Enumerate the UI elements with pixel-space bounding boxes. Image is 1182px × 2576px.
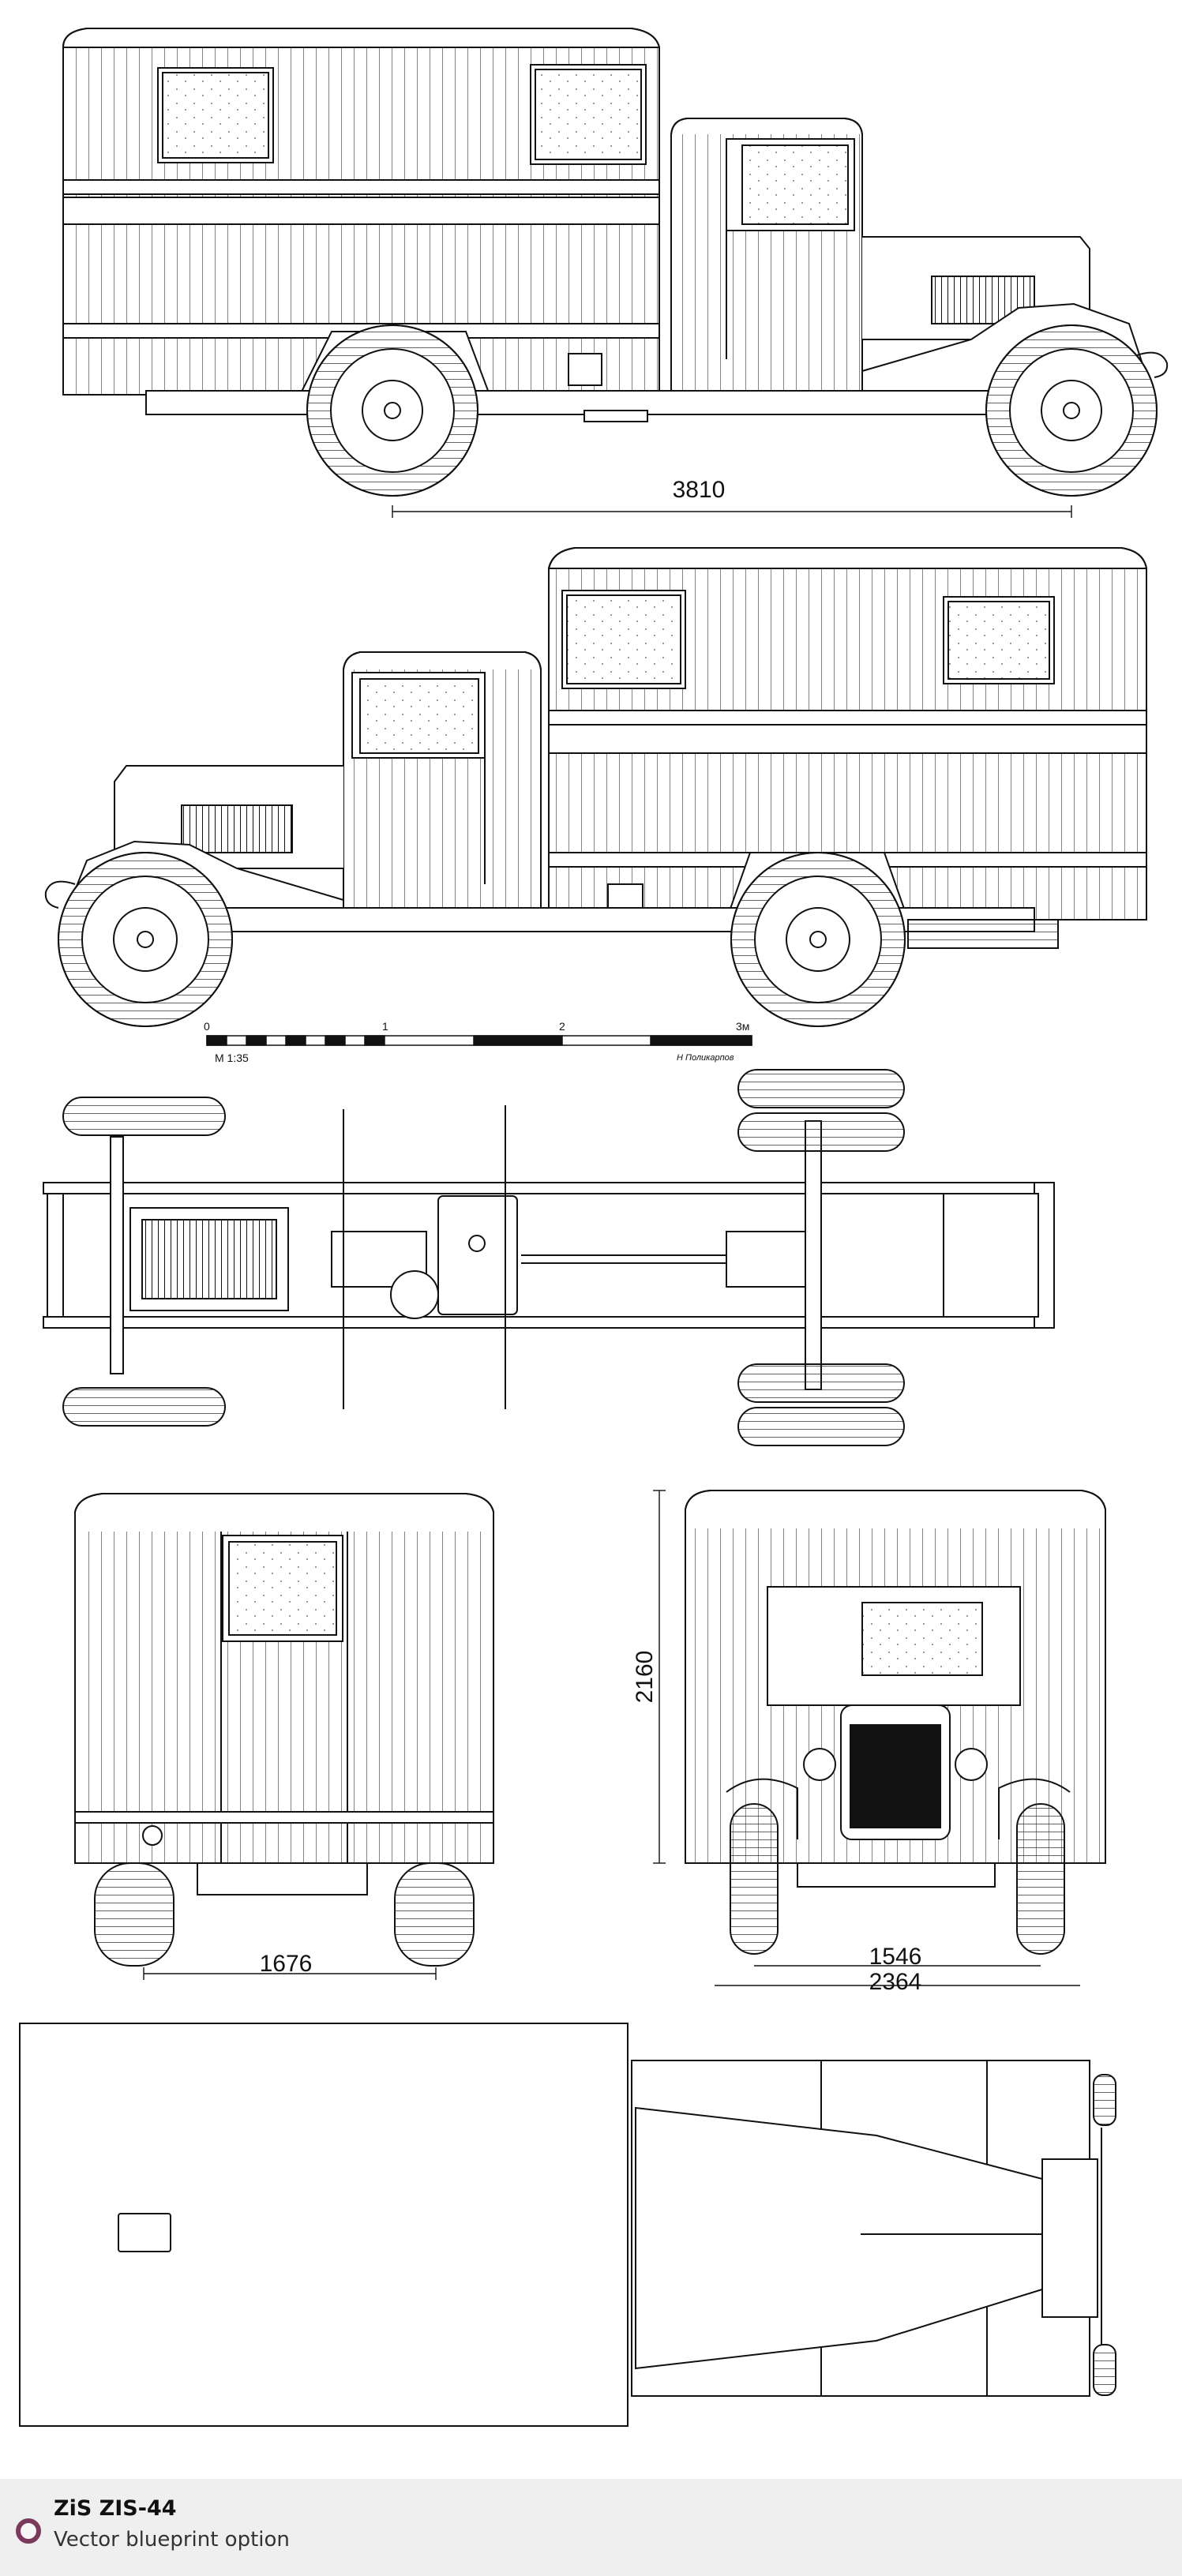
wheelbase-dimension: 3810 — [673, 477, 726, 503]
scale-bar — [206, 1035, 752, 1046]
front-view — [653, 1490, 1106, 1986]
side-view-right — [44, 547, 1147, 1027]
rear-track-dimension: 1676 — [260, 1951, 313, 1977]
scale-tick-0: 0 — [204, 1020, 210, 1033]
author-credit: Н Поликарпов — [677, 1053, 734, 1063]
height-dimension: 2160 — [632, 1651, 658, 1704]
model-subtitle: Vector blueprint option — [54, 2528, 290, 2552]
badge-icon — [16, 2518, 41, 2544]
footer-bar: ZiS ZIS-44 Vector blueprint option — [0, 2479, 1182, 2576]
blueprint-sheet: 3810 — [19, 28, 1169, 2427]
rear-view — [74, 1493, 494, 1980]
chassis-view — [43, 1069, 1055, 1446]
scale-tick-2: 2 — [559, 1020, 565, 1033]
side-view-left — [62, 28, 1169, 518]
overall-width-dimension: 2364 — [869, 1969, 922, 1995]
scale-tick-3: 3м — [736, 1020, 749, 1033]
scale-tick-1: 1 — [382, 1020, 388, 1033]
front-track-dimension: 1546 — [869, 1944, 922, 1970]
scale-label: М 1:35 — [215, 1052, 249, 1064]
model-title: ZiS ZIS-44 — [54, 2496, 177, 2521]
top-view — [19, 2023, 1116, 2427]
